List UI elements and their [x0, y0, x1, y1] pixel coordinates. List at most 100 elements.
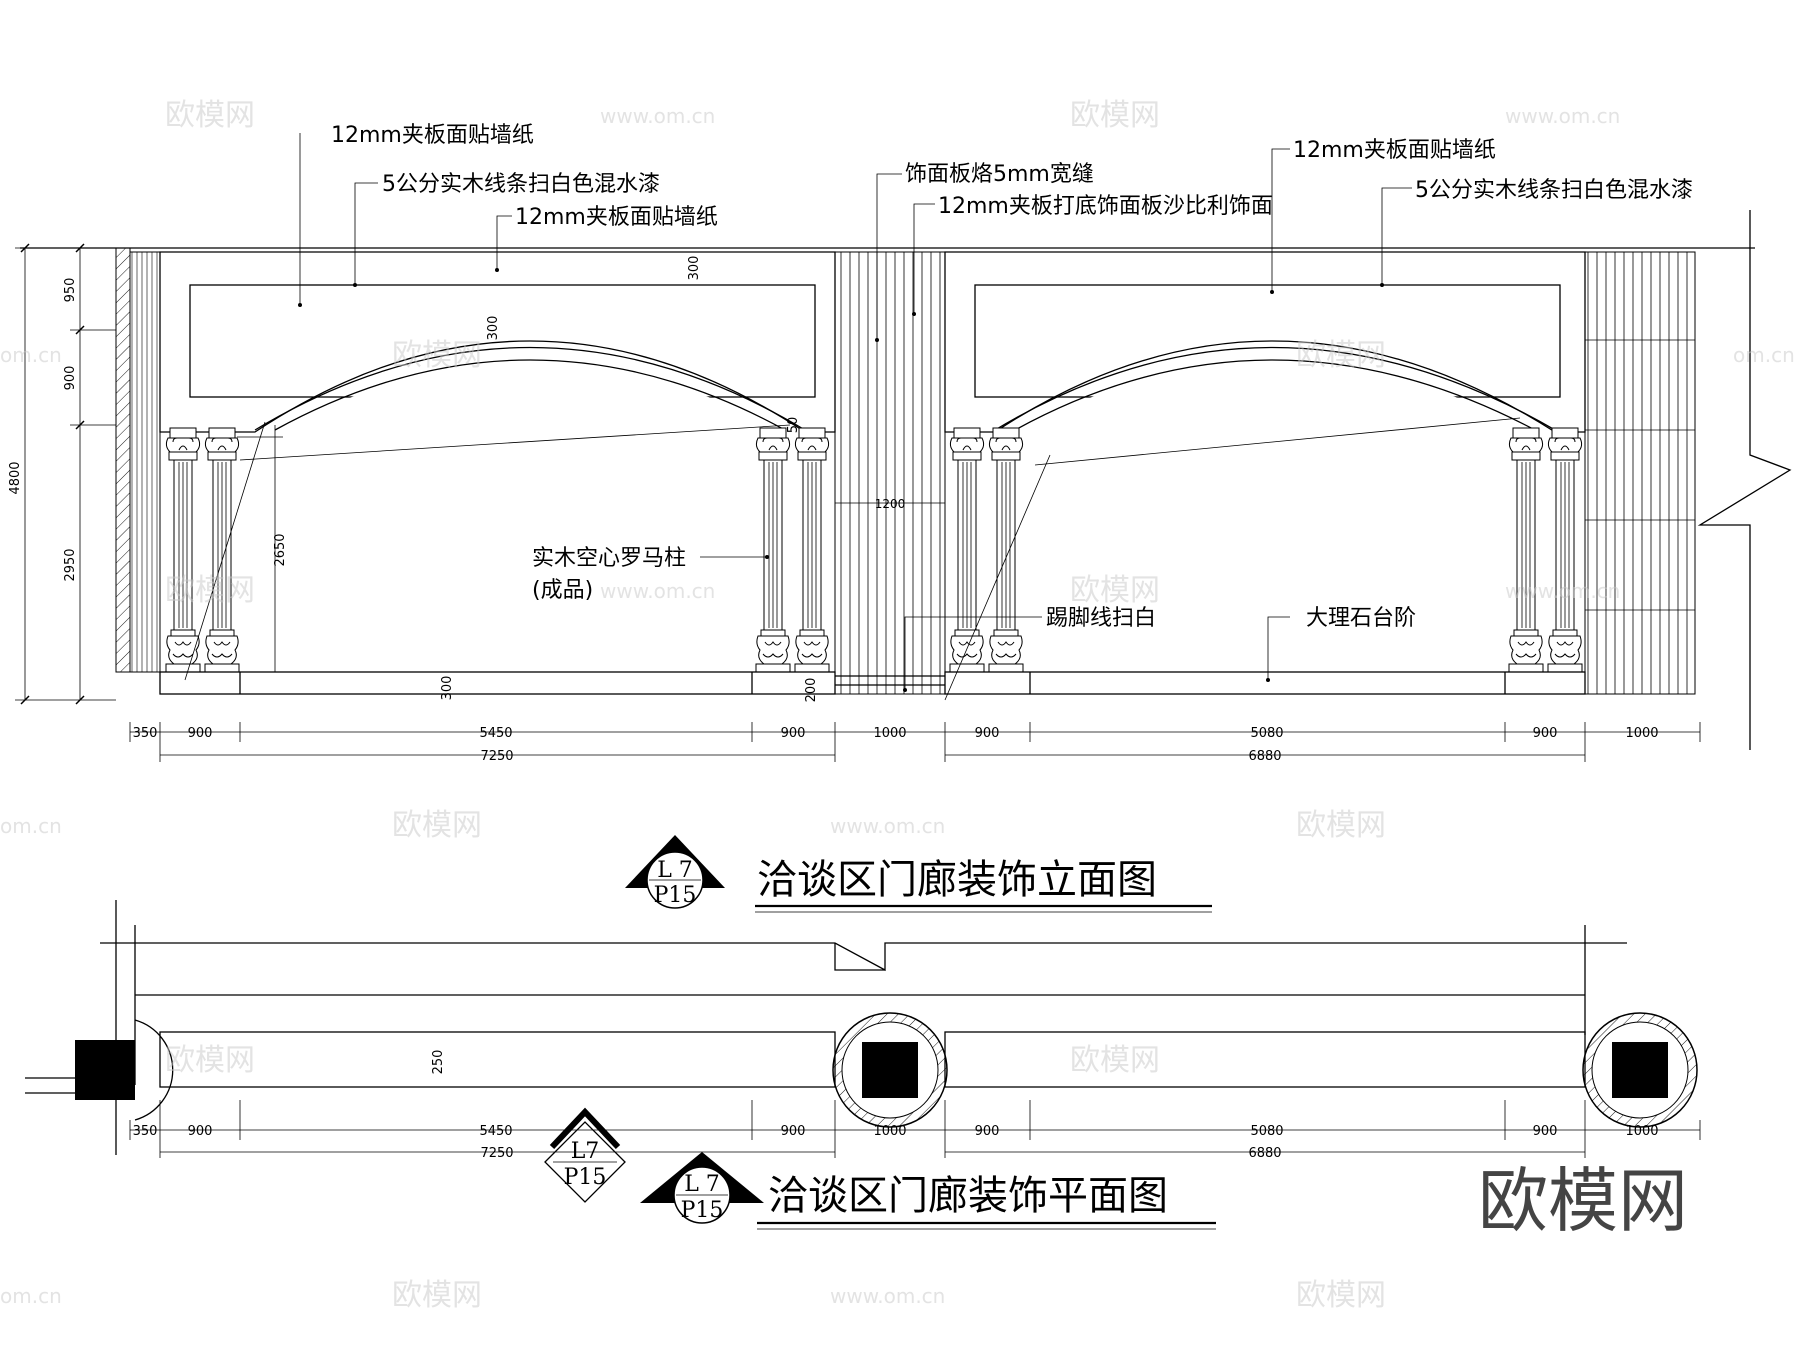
watermark-url: www.om.cn [830, 814, 945, 838]
plan-dim-3: 900 [781, 1124, 806, 1139]
watermark-url: www.om.cn [1505, 104, 1620, 128]
dim-step-b: 200 [804, 678, 819, 703]
watermark-name: 欧模网 [392, 338, 482, 373]
plan-dim-5: 900 [975, 1124, 1000, 1139]
plan-title: 洽谈区门廊装饰平面图 [768, 1173, 1168, 1219]
plan-dim-8: 1000 [1625, 1124, 1658, 1139]
dim-mid: 900 [63, 366, 78, 391]
elev-dim-7: 900 [1533, 726, 1558, 741]
plan-right-floor-strip [944, 1031, 1586, 1088]
dim-bottom: 2950 [63, 548, 78, 581]
watermark-name: 欧模网 [1070, 573, 1160, 608]
plan-dim-0: 350 [133, 1124, 158, 1139]
watermark-name: 欧模网 [1296, 338, 1386, 373]
right-column-1 [949, 427, 985, 673]
leader-lines [184, 133, 1521, 701]
watermark-name: 欧模网 [165, 98, 255, 133]
elevation-horizontal-dims: 350 900 5450 900 1000 900 5080 900 1000 … [129, 722, 1701, 764]
dim-arch-band: 300 [486, 316, 501, 341]
watermark-url: om.cn [0, 343, 62, 367]
watermark-url: om.cn [1733, 343, 1795, 367]
wall-section-hatch [115, 247, 131, 673]
watermark-name: 欧模网 [1296, 1278, 1386, 1313]
plan-view: 250 350 900 5450 900 1000 900 5080 900 1… [25, 900, 1701, 1230]
plan-width-dim: 250 [431, 1050, 446, 1075]
watermarks: 欧模网 欧模网 www.om.cn www.om.cn 欧模网 欧模网 om.c… [0, 98, 1795, 1313]
watermark-name: 欧模网 [165, 1043, 255, 1078]
right-arch-inner [1014, 359, 1536, 431]
label-molding-right: 5公分实木线条扫白色混水漆 [1415, 178, 1693, 203]
plan-tag-bottom: P15 [681, 1198, 724, 1223]
watermark-name: 欧模网 [392, 808, 482, 843]
elev-dim-1: 900 [188, 726, 213, 741]
elev-dim-0: 350 [133, 726, 158, 741]
right-bay [944, 251, 1586, 695]
label-column-finished: (成品) [532, 578, 593, 603]
break-line [1697, 210, 1792, 750]
label-groove: 饰面板烙5mm宽缝 [905, 162, 1094, 187]
watermark-url: www.om.cn [600, 104, 715, 128]
plan-horizontal-dims: 350 900 5450 900 1000 900 5080 900 1000 … [129, 1100, 1701, 1161]
left-marble-step [159, 671, 836, 695]
dim-step-a: 300 [440, 676, 455, 701]
elev-dim-4: 1000 [873, 726, 906, 741]
label-wallpaper-right: 12mm夹板面贴墙纸 [1293, 138, 1496, 163]
right-arch-outer [994, 346, 1556, 431]
plan-total-right: 6880 [1248, 1146, 1281, 1161]
elev-dim-3: 900 [781, 726, 806, 741]
right-sapele-panel [1584, 251, 1696, 695]
watermark-url: www.om.cn [1505, 579, 1620, 603]
plan-wall-column-left [75, 1040, 135, 1100]
brand-logo: 欧模网 [1478, 1160, 1688, 1242]
dim-side: 50 [786, 417, 801, 434]
elevation-view: 12mm夹板面贴墙纸 5公分实木线条扫白色混水漆 12mm夹板面贴墙纸 饰面板烙… [8, 123, 1792, 913]
plan-title-block: L 7 P15 洽谈区门廊装饰平面图 [640, 1152, 1216, 1230]
elev-dim-2: 5450 [479, 726, 512, 741]
plan-right-square-column [1612, 1042, 1668, 1098]
label-baseboard: 踢脚线扫白 [1046, 606, 1156, 631]
plan-dim-1: 900 [188, 1124, 213, 1139]
label-sapele: 12mm夹板打底饰面板沙比利饰面 [938, 194, 1273, 219]
plan-section-marker: L7 P15 [544, 1107, 626, 1203]
elevation-title: 洽谈区门廊装饰立面图 [757, 857, 1157, 903]
elev-total-right: 6880 [1248, 749, 1281, 764]
label-wallpaper-left-2: 12mm夹板面贴墙纸 [515, 205, 718, 230]
elev-total-left: 7250 [480, 749, 513, 764]
elev-dim-5: 900 [975, 726, 1000, 741]
watermark-url: om.cn [0, 814, 62, 838]
watermark-name: 欧模网 [1070, 98, 1160, 133]
elev-dim-6: 5080 [1250, 726, 1283, 741]
plan-dim-4: 1000 [873, 1124, 906, 1139]
plan-dim-6: 5080 [1250, 1124, 1283, 1139]
dim-top: 950 [63, 278, 78, 303]
left-bay [159, 251, 836, 695]
label-molding-left: 5公分实木线条扫白色混水漆 [382, 172, 660, 197]
watermark-url: om.cn [0, 1284, 62, 1308]
watermark-url: www.om.cn [600, 579, 715, 603]
plan-total-left: 7250 [480, 1146, 513, 1161]
plan-center-square-column [862, 1042, 918, 1098]
elevation-title-block: L 7 P15 洽谈区门廊装饰立面图 [625, 835, 1212, 913]
elev-tag-bottom: P15 [654, 883, 697, 908]
dim-frame-top: 300 [687, 256, 702, 281]
watermark-name: 欧模网 [392, 1278, 482, 1313]
left-column-2 [204, 427, 240, 673]
left-arch-inner [274, 359, 786, 431]
left-arch-outer [254, 346, 806, 431]
label-marble-step: 大理石台阶 [1306, 606, 1416, 631]
watermark-name: 欧模网 [165, 573, 255, 608]
vertical-dimensions: 4800 950 900 2950 2650 300 300 50 300 20… [8, 243, 945, 705]
plan-tag-top: L 7 [684, 1172, 720, 1197]
right-column-4 [1547, 427, 1583, 673]
plan-dim-7: 900 [1533, 1124, 1558, 1139]
right-marble-step [944, 671, 1586, 695]
watermark-name: 欧模网 [1296, 808, 1386, 843]
dim-center-gap: 1200 [875, 497, 906, 511]
label-column: 实木空心罗马柱 [532, 546, 686, 571]
dim-clear-height: 2650 [273, 533, 288, 566]
center-sapele-panel [834, 251, 946, 695]
watermark-url: www.om.cn [830, 1284, 945, 1308]
left-column-1 [165, 427, 201, 673]
plan-section-tag-top: L7 [571, 1139, 600, 1164]
